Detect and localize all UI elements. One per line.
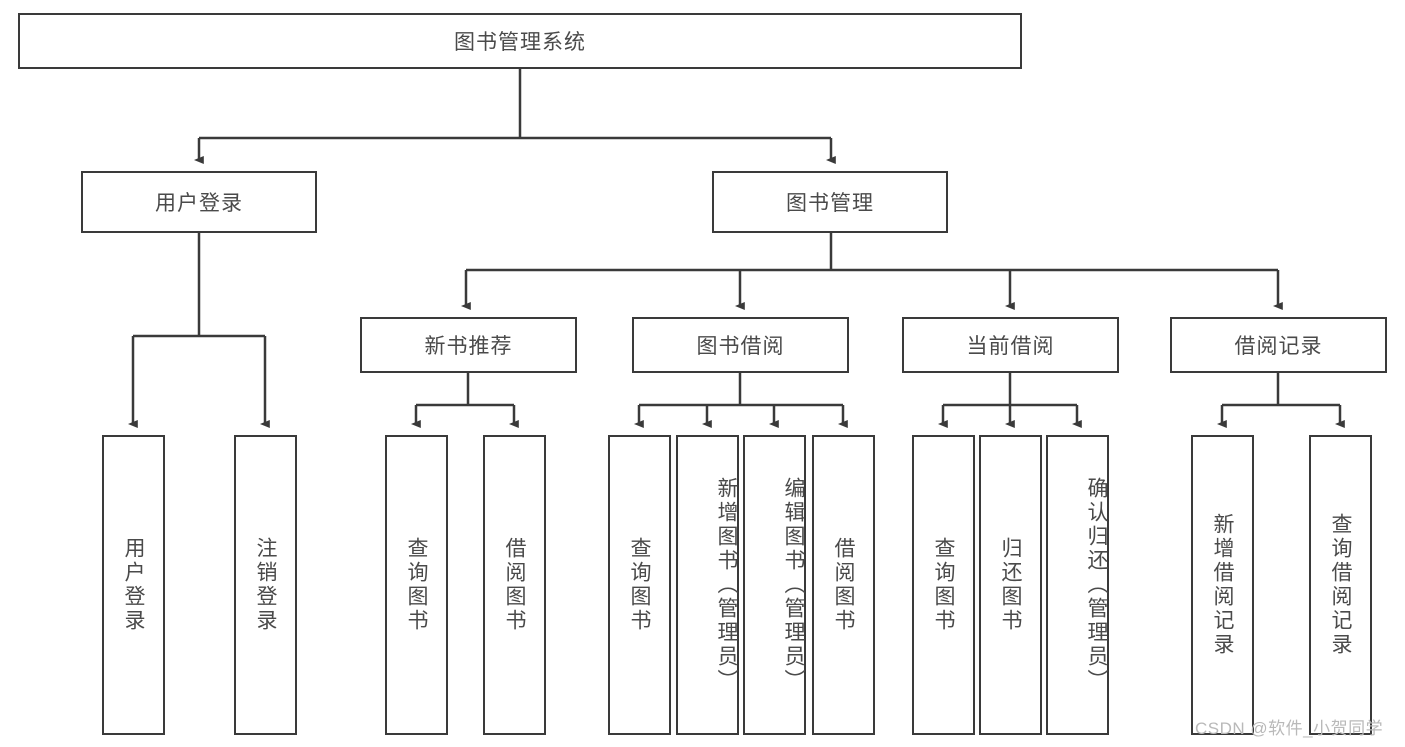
leaf-add-borrow-record[interactable]: 新增借阅记录 xyxy=(1191,435,1254,735)
leaf-borrow-book[interactable]: 借阅图书 xyxy=(812,435,875,735)
leaf-user-login[interactable]: 用户登录 xyxy=(102,435,165,735)
leaf-edit-book-admin[interactable]: 编辑图书（管理员） xyxy=(743,435,806,735)
leaf-logout-login[interactable]: 注销登录 xyxy=(234,435,297,735)
leaf-query-borrow-record[interactable]: 查询借阅记录 xyxy=(1309,435,1372,735)
leaf-add-book-admin[interactable]: 新增图书（管理员） xyxy=(676,435,739,735)
node-root[interactable]: 图书管理系统 xyxy=(18,13,1022,69)
node-book-manage[interactable]: 图书管理 xyxy=(712,171,948,233)
watermark: CSDN @软件_小贺同学 xyxy=(1195,719,1384,738)
leaf-query-book-current[interactable]: 查询图书 xyxy=(912,435,975,735)
leaf-return-book[interactable]: 归还图书 xyxy=(979,435,1042,735)
node-new-book-recommend[interactable]: 新书推荐 xyxy=(360,317,577,373)
node-borrow-record[interactable]: 借阅记录 xyxy=(1170,317,1387,373)
leaf-confirm-return-admin[interactable]: 确认归还（管理员） xyxy=(1046,435,1109,735)
leaf-borrow-book-recommend[interactable]: 借阅图书 xyxy=(483,435,546,735)
node-user-login[interactable]: 用户登录 xyxy=(81,171,317,233)
leaf-query-book-recommend[interactable]: 查询图书 xyxy=(385,435,448,735)
leaf-query-book-borrow[interactable]: 查询图书 xyxy=(608,435,671,735)
node-book-borrow[interactable]: 图书借阅 xyxy=(632,317,849,373)
node-current-borrow[interactable]: 当前借阅 xyxy=(902,317,1119,373)
